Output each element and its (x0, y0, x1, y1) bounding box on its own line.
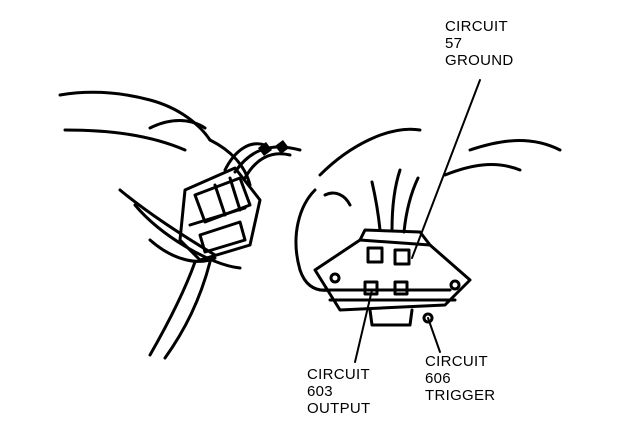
leader-lines (354, 79, 481, 363)
leader-line-603 (354, 289, 373, 363)
right-wires-top (370, 168, 420, 234)
left-cable-bottom (148, 260, 212, 360)
callout-606-line2: 606 (425, 370, 451, 387)
leader-line-606 (427, 317, 441, 353)
callout-603-line1: CIRCUIT (307, 366, 370, 383)
right-connector (313, 228, 472, 327)
left-hand (58, 90, 252, 270)
callout-57-line1: CIRCUIT (445, 18, 508, 35)
left-connector (178, 166, 262, 262)
callout-603-line2: 603 (307, 383, 333, 400)
callout-57-line3: GROUND (445, 52, 514, 69)
leader-line-57 (411, 79, 481, 259)
callout-603-line3: OUTPUT (307, 400, 371, 417)
callout-606-line3: TRIGGER (425, 387, 496, 404)
callout-circuit-603-output: CIRCUIT 603 OUTPUT (307, 366, 370, 417)
callout-57-line2: 57 (445, 35, 463, 52)
callout-606-line1: CIRCUIT (425, 353, 488, 370)
callout-circuit-57-ground: CIRCUIT 57 GROUND (445, 18, 513, 69)
right-hand (294, 127, 562, 292)
callout-circuit-606-trigger: CIRCUIT 606 TRIGGER (425, 353, 495, 404)
left-wire-stripes (258, 140, 289, 156)
